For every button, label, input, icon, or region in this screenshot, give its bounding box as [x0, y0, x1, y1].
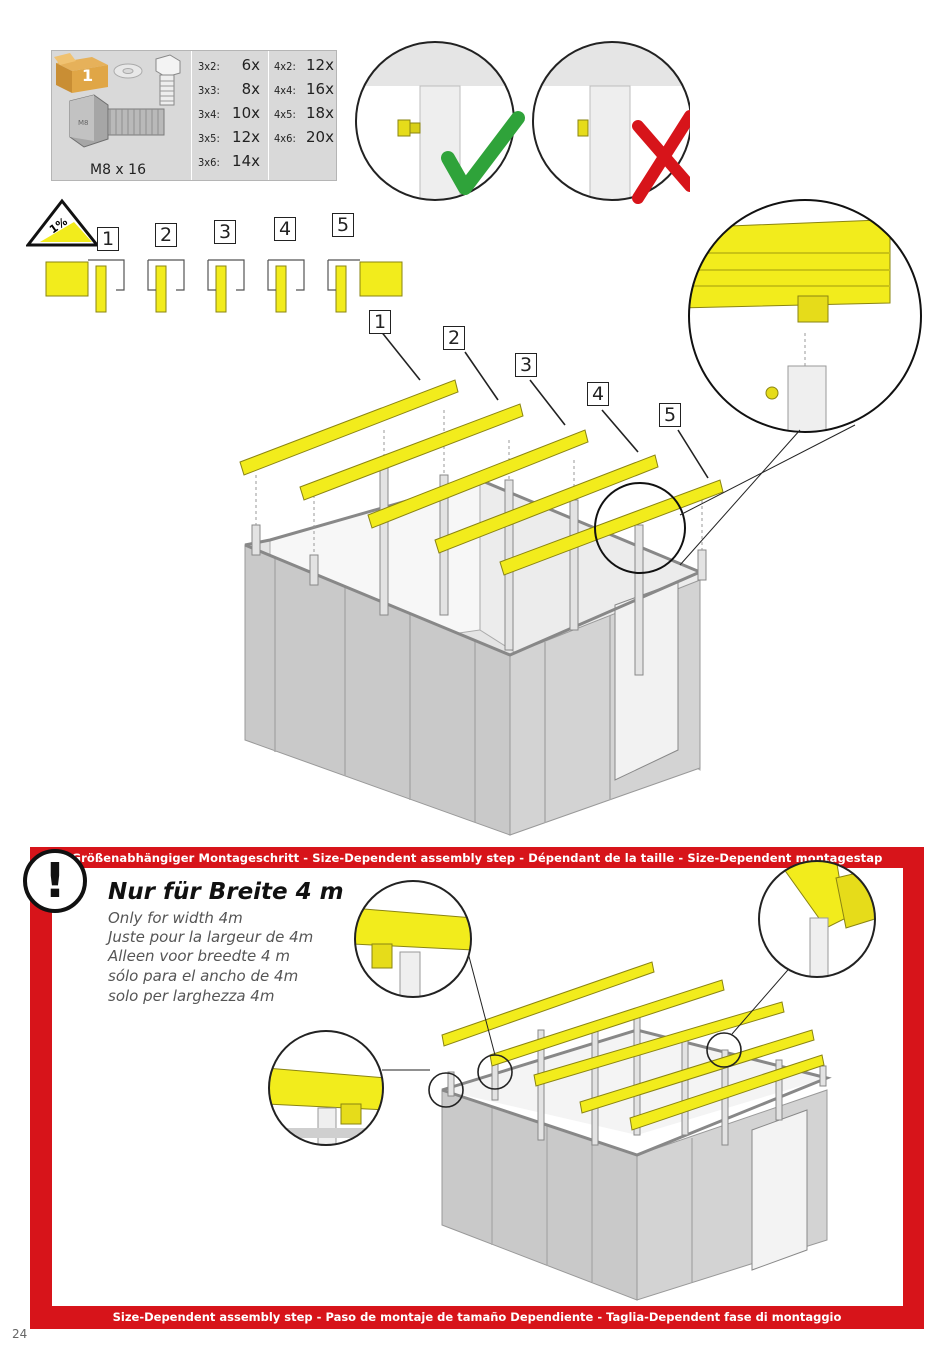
wrong-detail: [533, 42, 690, 200]
step-number: 2: [155, 223, 177, 247]
translation-line: Alleen voor breedte 4 m: [108, 947, 290, 965]
main-assembly-illustration: [239, 329, 724, 836]
correct-detail: [356, 42, 514, 200]
width-4m-illustration: [382, 929, 832, 1301]
qty-row: 4x4:16x: [274, 80, 334, 98]
step-number: 5: [332, 213, 354, 237]
correct-wrong-detail: [355, 41, 690, 204]
qty-row: 4x2:12x: [274, 56, 334, 74]
translation-line: Only for width 4m: [108, 909, 243, 927]
beam-post-detail: [688, 199, 922, 433]
translation-line: Juste pour la largeur de 4m: [108, 928, 314, 946]
step-number: 4: [274, 217, 296, 241]
qty-row: 3x4:10x: [198, 104, 260, 122]
step-number: 4: [587, 382, 609, 406]
quantity-column-4m: 4x2:12x 4x4:16x 4x5:18x 4x6:20x: [268, 51, 336, 180]
detail-zoom-right: [758, 860, 876, 978]
exclamation-icon: !: [23, 849, 87, 913]
detail-zoom-left-bottom: [268, 1030, 384, 1146]
qty-row: 3x3:8x: [198, 80, 260, 98]
banner-bottom: Size-Dependent assembly step - Paso de m…: [112, 1310, 842, 1324]
detail-connector-lines: [679, 424, 856, 566]
width-headline: Nur für Breite 4 m: [108, 879, 344, 905]
banner-top: Größenabhängiger Montageschritt - Size-D…: [71, 851, 883, 865]
qty-row: 3x5:12x: [198, 128, 260, 146]
translation-line: sólo para el ancho de 4m: [108, 967, 299, 985]
translation-line: solo per larghezza 4m: [108, 987, 275, 1005]
qty-row: 4x6:20x: [274, 128, 334, 146]
box-icon: [54, 53, 108, 93]
slope-warning-icon: 1%: [26, 198, 100, 247]
qty-row: 3x2:6x: [198, 56, 260, 74]
qty-row: 3x6:14x: [198, 152, 260, 170]
step-number: 3: [515, 353, 537, 377]
bolt-illustration: 1 M8 M8 x 16: [52, 51, 190, 180]
step-number: 1: [97, 227, 119, 251]
detail-zoom-left-top: [354, 880, 472, 998]
step-number: 3: [214, 220, 236, 244]
step-number: 1: [369, 310, 391, 334]
parts-box: 1 M8 M8 x 16 3x2:6x 3x3:8x 3x4:10x: [51, 50, 337, 181]
svg-text:M8: M8: [78, 119, 89, 127]
qty-row: 4x5:18x: [274, 104, 334, 122]
step-number: 5: [659, 403, 681, 427]
check-icon: [441, 111, 525, 195]
bracket-profiles: [45, 259, 403, 313]
bolt-size-label: M8 x 16: [90, 162, 146, 178]
svg-text:1: 1: [82, 66, 93, 85]
step-number: 2: [443, 326, 465, 350]
quantity-column-3m: 3x2:6x 3x3:8x 3x4:10x 3x5:12x 3x6:14x: [191, 51, 269, 180]
cross-icon: [632, 110, 690, 204]
page-number: 24: [12, 1327, 28, 1341]
